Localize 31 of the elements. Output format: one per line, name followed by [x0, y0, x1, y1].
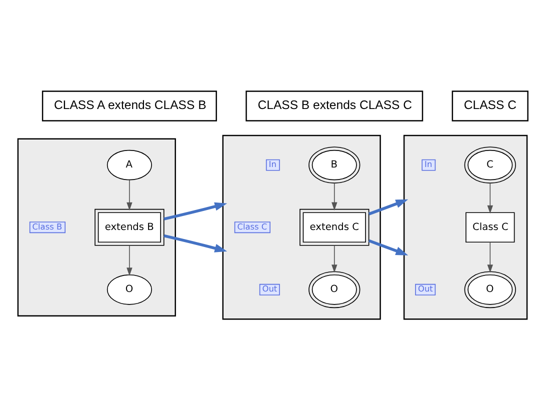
arrow	[368, 199, 408, 216]
node-label: Class B	[32, 221, 62, 232]
arrow	[487, 182, 494, 214]
node-box: CLASS A extends CLASS B	[42, 90, 217, 122]
arrow	[332, 182, 338, 211]
node-ellipse: A	[106, 150, 152, 180]
cluster	[403, 134, 528, 320]
node-ellipse: O	[106, 274, 152, 305]
node-box: CLASS B extends CLASS C	[246, 90, 424, 122]
node-box: extends B	[94, 208, 164, 246]
arrow	[368, 239, 408, 256]
node-label: In	[268, 159, 276, 170]
node-label: Out	[262, 284, 278, 294]
node-ellipse: O	[308, 271, 360, 308]
arrow	[126, 180, 132, 211]
node-box: CLASS C	[452, 90, 528, 122]
cluster	[17, 138, 176, 316]
node-box: Class C	[466, 212, 515, 243]
node-box: extends C	[300, 208, 370, 246]
node-label: Out	[418, 284, 433, 294]
cluster	[222, 134, 381, 320]
node-label: In	[424, 159, 432, 170]
arrow	[164, 202, 228, 220]
node-ellipse: O	[464, 271, 516, 308]
arrow	[164, 234, 228, 252]
node-ellipse: C	[464, 146, 516, 184]
node-ellipse: B	[308, 146, 360, 184]
arrow	[332, 244, 338, 273]
arrow	[126, 244, 132, 276]
arrow	[487, 242, 494, 273]
node-label: Class C	[237, 221, 268, 232]
